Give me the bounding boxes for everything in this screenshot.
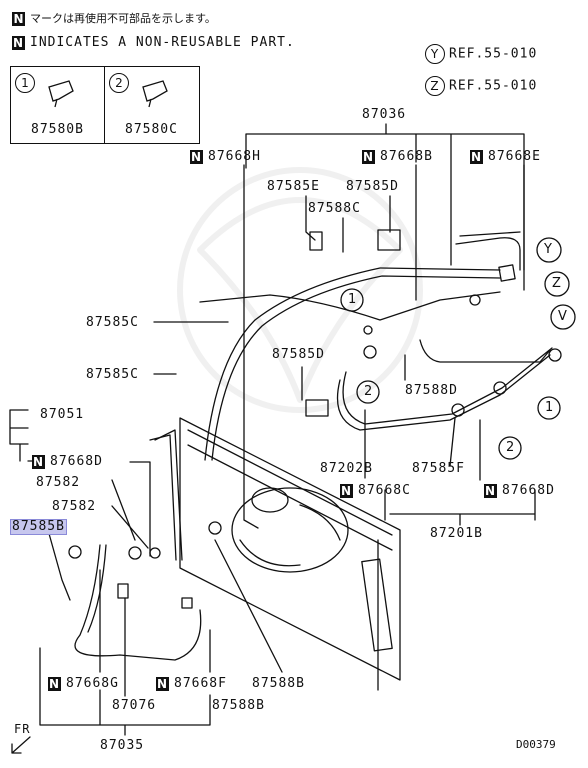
part-number: 87668B <box>380 149 433 164</box>
upper-pipe <box>199 291 501 321</box>
liquid-pipe <box>336 354 551 431</box>
condenser <box>179 417 401 691</box>
part-87585C-2[interactable]: 87585C <box>86 367 139 382</box>
inset-box: 1 2 87580B 87580C <box>10 66 200 144</box>
part-87201B[interactable]: 87201B <box>430 526 483 541</box>
part-87076[interactable]: 87076 <box>112 698 157 713</box>
part-87668B[interactable]: N 87668B <box>362 150 433 164</box>
part-87585E[interactable]: 87585E <box>267 179 320 194</box>
callout-z: Z <box>552 276 562 291</box>
part-number: 87668G <box>66 676 119 691</box>
n-symbol: N <box>470 150 483 164</box>
ref-y-symbol: Y <box>425 44 445 64</box>
part-87588B-2[interactable]: 87588B <box>212 698 265 713</box>
part-87051[interactable]: 87051 <box>40 407 85 422</box>
inset-part-2[interactable]: 87580C <box>125 122 178 137</box>
ref-z-symbol: Z <box>425 76 445 96</box>
jp-note: N マークは再使用不可部品を示します。 <box>12 12 216 26</box>
watermark-logo <box>177 167 423 413</box>
part-87582-1[interactable]: 87582 <box>36 475 81 490</box>
en-note: N INDICATES A NON-REUSABLE PART. <box>12 36 295 50</box>
part-number: 87668E <box>488 149 541 164</box>
n-symbol: N <box>32 455 45 469</box>
inset-part-1[interactable]: 87580B <box>31 122 84 137</box>
part-87585F[interactable]: 87585F <box>412 461 465 476</box>
part-number: 87668H <box>208 149 261 164</box>
part-87668D-right[interactable]: N 87668D <box>484 484 555 498</box>
part-number: 87668C <box>358 483 411 498</box>
n-symbol: N <box>190 150 203 164</box>
n-symbol: N <box>156 677 169 691</box>
inset-num-1: 1 <box>15 73 35 93</box>
part-87668D[interactable]: N 87668D <box>32 455 103 469</box>
part-87585C-1[interactable]: 87585C <box>86 315 139 330</box>
part-87035[interactable]: 87035 <box>100 738 145 753</box>
part-87582-2[interactable]: 87582 <box>52 499 97 514</box>
n-symbol: N <box>484 484 497 498</box>
part-87668F[interactable]: N 87668F <box>156 677 227 691</box>
compressor <box>231 487 349 573</box>
part-number: 87668D <box>50 454 103 469</box>
en-note-text: INDICATES A NON-REUSABLE PART. <box>30 35 295 50</box>
suction-hose <box>204 267 501 461</box>
n-symbol: N <box>340 484 353 498</box>
ref-y-text: REF.55-010 <box>449 46 538 62</box>
part-87588D[interactable]: 87588D <box>405 383 458 398</box>
clip-icons <box>48 80 168 108</box>
left-pipe <box>74 544 202 661</box>
fr-arrow <box>11 736 31 754</box>
part-87202B[interactable]: 87202B <box>320 461 373 476</box>
leader-87036 <box>245 123 525 271</box>
part-87588B-1[interactable]: 87588B <box>252 676 305 691</box>
part-87585D-top[interactable]: 87585D <box>346 179 399 194</box>
part-87668H[interactable]: N 87668H <box>190 150 261 164</box>
part-87585D-mid[interactable]: 87585D <box>272 347 325 362</box>
callout-1a: 1 <box>348 292 358 307</box>
part-number: 87668F <box>174 676 227 691</box>
callout-y: Y <box>544 242 553 257</box>
ref-z-text: REF.55-010 <box>449 78 538 94</box>
n-symbol: N <box>48 677 61 691</box>
jp-note-text: マークは再使用不可部品を示します。 <box>30 12 216 25</box>
part-87668G[interactable]: N 87668G <box>48 677 119 691</box>
n-symbol: N <box>362 150 375 164</box>
inset-num-2: 2 <box>109 73 129 93</box>
part-87668E[interactable]: N 87668E <box>470 150 541 164</box>
callout-v: V <box>558 309 568 324</box>
callout-2b: 2 <box>506 440 516 455</box>
callout-2a: 2 <box>364 384 374 399</box>
callout-1b: 1 <box>545 400 555 415</box>
part-87668C[interactable]: N 87668C <box>340 484 411 498</box>
part-number: 87668D <box>502 483 555 498</box>
leader-lines <box>9 164 536 736</box>
part-87588C[interactable]: 87588C <box>308 201 361 216</box>
part-87036[interactable]: 87036 <box>362 107 407 122</box>
fr-label: FR <box>14 722 31 736</box>
part-87585B-highlighted[interactable]: 87585B <box>10 519 67 535</box>
n-symbol: N <box>12 36 25 50</box>
diagram-id: D00379 <box>516 738 556 751</box>
n-symbol: N <box>12 12 25 26</box>
